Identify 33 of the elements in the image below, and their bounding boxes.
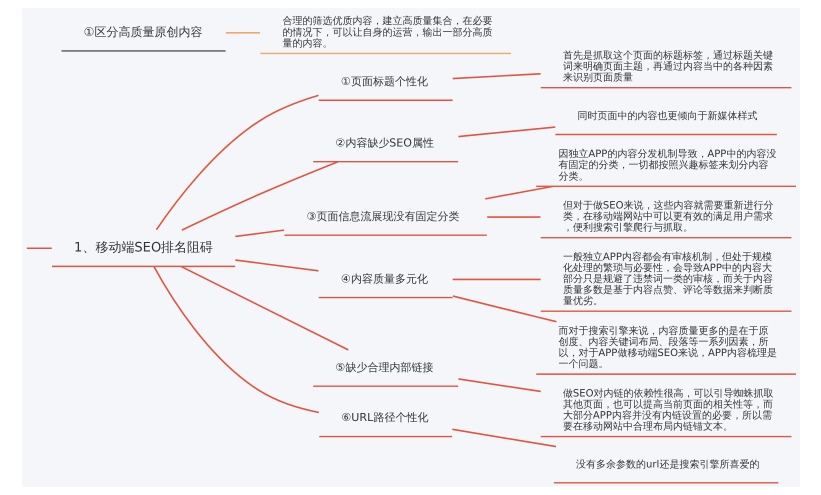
node-text: 同时页面中的内容也更倾向于新媒体样式 [576, 110, 757, 122]
node-text: 因独立APP的内容分发机制导致，APP中的内容没有固定的分类，一切都按照兴趣标签来划分内容分类。 [558, 149, 776, 182]
connector [180, 266, 348, 351]
connector [452, 72, 540, 80]
node-text: 首先是抓取这个页面的标题标签，通过标题关键词来明确页面主题，再通过内容当中的各种因素来识别页面质量 [562, 50, 772, 84]
node-text: 1、移动端SEO排名阻碍 [74, 240, 213, 256]
connector [225, 32, 260, 34]
connector [458, 378, 540, 392]
node-text: ②内容缺少SEO属性 [334, 136, 434, 150]
connector [234, 229, 284, 238]
node-text: ⑤缺少合理内部链接 [334, 360, 433, 374]
connector [486, 216, 540, 218]
connector [152, 266, 319, 414]
node-text: 一般独立APP内容都会有审核机制，但处于规模化处理的繁琐与必要性，会导致APP中的内容大部分只是规避了违禁词一类的审核，而关于内容质量多数是基于内容点赞、评论等数据来判断质量优劣。 [562, 252, 772, 308]
connector [26, 247, 52, 250]
node-text: 做SEO对内链的依赖性很高，可以引导蜘蛛抓取其他页面，也可以提高当前页面的相关性等，而大部分APP内容并没有内链设置的必要，所以需要在移动网站中合理布局内链锚文本。 [562, 388, 774, 432]
node-text: ④内容质量多元化 [340, 272, 428, 286]
node-text: ③页面信息流展现没有固定分类 [306, 210, 460, 223]
node-text: 但对于做SEO来说，这些内容就需要重新进行分类，在移动端网站中可以更有效的满足用户需求，便利搜索引擎爬行与抓取。 [562, 200, 774, 234]
node-text: 而对于搜索引擎来说，内容质量更多的是在于原创度、内容关键词布局、段落等一系列因素，所以，对于APP做移动端SEO来说，APP内容梳理是一个问题。 [558, 326, 776, 370]
connector [155, 94, 318, 230]
connector [452, 428, 556, 448]
node-text: ①区分高质量原创内容 [83, 24, 202, 39]
connector [452, 295, 556, 322]
connector [458, 126, 555, 138]
connector [181, 160, 338, 231]
connector [452, 278, 540, 280]
connector [234, 259, 318, 272]
node-text: 没有多余参数的url还是搜索引擎所喜爱的 [575, 459, 759, 470]
node-text: ⑥URL路径个性化 [340, 411, 428, 424]
connector [484, 186, 553, 200]
node-text: 合理的筛选优质内容，建立高质量集合，在必要的情况下，可以让自身的运营，输出一部分高质量的内容。 [282, 16, 492, 50]
node-text: ①页面标题个性化 [340, 74, 428, 88]
